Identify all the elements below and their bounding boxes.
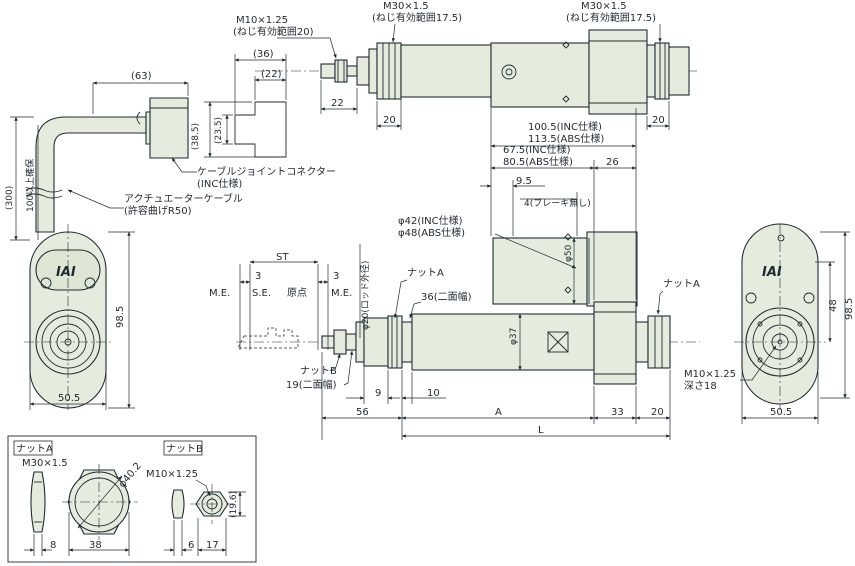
main-len-inc: 100.5(INC仕様) xyxy=(528,120,602,133)
main-nut-b: ナットB xyxy=(300,365,337,377)
inset-nut-a-title: ナットA xyxy=(16,443,53,455)
main-three-left: 3 xyxy=(255,271,261,282)
inset-nut-a-thread: M30×1.5 xyxy=(22,458,68,469)
main-len2-abs: 80.5(ABS仕様) xyxy=(503,155,573,168)
inset-nut-a-across: 38 xyxy=(89,540,102,551)
right-end-view: IAI 98.5 48 M10×1.25 深さ18 50.5 xyxy=(684,223,855,424)
right-view-dim-50-5: 50.5 xyxy=(770,407,792,418)
left-view-logo: IAI xyxy=(56,265,76,280)
top-m30-thread-right: M30×1.5 xyxy=(581,1,627,12)
right-view-dim-48: 48 xyxy=(828,299,839,312)
main-phi50: φ50 xyxy=(564,244,574,262)
main-phi42: φ42(INC仕様) xyxy=(398,214,463,227)
main-len-abs: 113.5(ABS仕様) xyxy=(528,132,604,145)
main-dim-26: 26 xyxy=(606,157,619,168)
nut-detail-inset: ナットA M30×1.5 φ40.2 8 38 ナットB M10×1.25 xyxy=(7,435,257,563)
left-view-dim-98-5: 98.5 xyxy=(115,306,126,328)
top-dim-20-left: 20 xyxy=(383,115,396,126)
top-view: M10×1.25 (ねじ有効範囲20) M30×1.5 (ねじ有効範囲17.5)… xyxy=(233,1,700,130)
cable-bend-note: 100以上確保 xyxy=(24,159,36,212)
main-len2-inc: 67.5(INC仕様) xyxy=(503,143,571,156)
main-no-brake: 4(ブレーキ無し) xyxy=(524,197,591,209)
inset-nut-b-thread: M10×1.25 xyxy=(146,469,198,480)
main-dim-20: 20 xyxy=(651,407,664,418)
connector-dim-38-5: (38.5) xyxy=(191,123,201,150)
inset-nut-b-w: 6 xyxy=(188,540,194,551)
inset-nut-a-phi: φ40.2 xyxy=(117,461,144,490)
main-phi48: φ48(ABS仕様) xyxy=(398,226,465,239)
main-me-left: M.E. xyxy=(209,288,230,299)
connector-dim-23-5: (23.5) xyxy=(214,117,224,144)
main-three-right: 3 xyxy=(333,271,339,282)
main-phi20: φ20(ロッド外径) xyxy=(359,261,371,330)
inset-nut-b-corner: (19.6) xyxy=(229,491,239,518)
cable-dim-63: (63) xyxy=(131,71,152,82)
left-end-view: IAI 98.5 50.5 xyxy=(24,224,135,410)
main-dim-a: A xyxy=(495,407,502,418)
top-m30-range-right: (ねじ有効範囲17.5) xyxy=(566,11,656,24)
main-dim-56: 56 xyxy=(356,407,369,418)
cable-dim-300: (300) xyxy=(5,186,15,210)
cable-label-line2: (許容曲げR50) xyxy=(124,204,192,217)
right-view-logo: IAI xyxy=(762,265,782,280)
top-dim-22: 22 xyxy=(331,98,344,109)
main-nut-a-right: ナットA xyxy=(663,278,700,290)
inset-nut-b-title: ナットB xyxy=(166,443,203,455)
main-across-36: 36(二面幅) xyxy=(421,290,472,303)
main-se: S.E. xyxy=(252,288,271,299)
inset-nut-a-w: 8 xyxy=(50,540,56,551)
connector-label-line1: ケーブルジョイントコネクター xyxy=(197,165,336,178)
main-phi37: φ37 xyxy=(509,328,519,345)
right-view-m10-thread: M10×1.25 xyxy=(684,369,736,380)
main-dim-10: 10 xyxy=(427,388,440,399)
main-side-view: ST 3 3 M.E. S.E. 原点 M.E. φ20(ロッド外径) 100.… xyxy=(209,108,700,440)
top-m10-range: (ねじ有効範囲20) xyxy=(233,25,314,38)
inset-nut-b-across: 17 xyxy=(206,540,219,551)
connector-dim-36: (36) xyxy=(253,49,274,60)
left-view-dim-50-5: 50.5 xyxy=(58,393,80,404)
right-view-m10-depth: 深さ18 xyxy=(684,380,717,392)
cable-label-line1: アクチュエーターケーブル xyxy=(124,192,243,205)
right-view-dim-98-5: 98.5 xyxy=(844,298,855,320)
main-origin: 原点 xyxy=(287,287,307,299)
main-dim-33: 33 xyxy=(611,407,624,418)
main-dim-st: ST xyxy=(276,252,289,263)
top-m30-thread-left: M30×1.5 xyxy=(383,1,429,12)
cable-connector: (36) (22) (38.5) (23.5) ケーブルジョイントコネクター (… xyxy=(5,49,336,241)
main-dim-l: L xyxy=(538,425,544,436)
main-dim-9: 9 xyxy=(375,388,381,399)
connector-dim-22: (22) xyxy=(261,69,282,80)
connector-label-line2: (INC仕様) xyxy=(197,177,242,190)
main-dim-9-5: 9.5 xyxy=(516,176,532,187)
top-m10-thread: M10×1.25 xyxy=(236,15,288,26)
top-m30-range-left: (ねじ有効範囲17.5) xyxy=(372,11,462,24)
main-across-19: 19(二面幅) xyxy=(286,378,337,391)
top-dim-20-right: 20 xyxy=(652,115,665,126)
main-me-right: M.E. xyxy=(331,288,352,299)
main-nut-a: ナットA xyxy=(407,267,444,279)
